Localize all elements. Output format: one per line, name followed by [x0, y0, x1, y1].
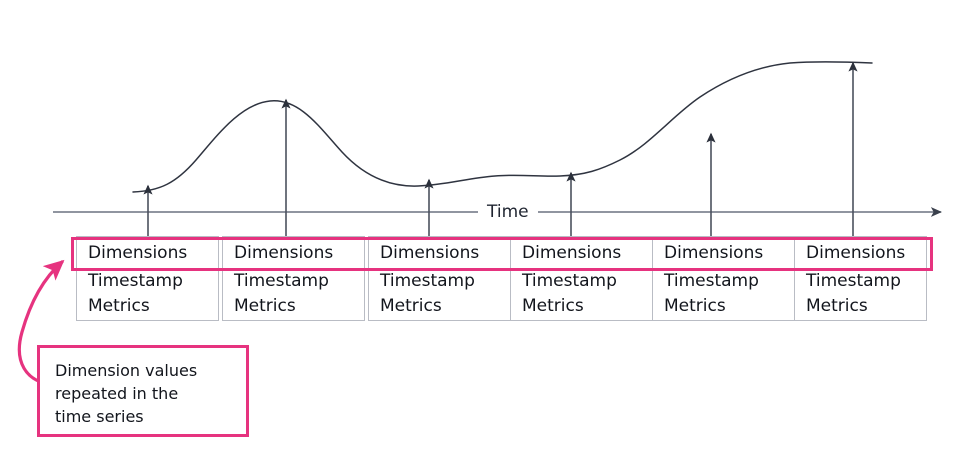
callout-line-3: time series — [55, 407, 144, 426]
record-1-timestamp: Timestamp — [88, 271, 183, 291]
time-axis-label: Time — [478, 202, 538, 222]
record-box-3[interactable]: Dimensions Timestamp Metrics — [368, 236, 511, 321]
record-3-dimensions: Dimensions — [380, 243, 480, 263]
record-3-metrics: Metrics — [380, 296, 442, 316]
record-3-timestamp: Timestamp — [380, 271, 475, 291]
record-2-metrics: Metrics — [234, 296, 296, 316]
record-box-5[interactable]: Dimensions Timestamp Metrics — [652, 236, 795, 321]
callout-connector-arrow — [17, 259, 65, 387]
callout-line-1: Dimension values — [55, 361, 198, 380]
record-6-timestamp: Timestamp — [806, 271, 901, 291]
record-4-timestamp: Timestamp — [522, 271, 617, 291]
record-box-6[interactable]: Dimensions Timestamp Metrics — [794, 236, 927, 321]
record-2-dimensions: Dimensions — [234, 243, 334, 263]
record-1-metrics: Metrics — [88, 296, 150, 316]
callout-line-2: repeated in the — [55, 384, 179, 403]
sample-arrows — [143, 61, 858, 236]
record-2-timestamp: Timestamp — [234, 271, 329, 291]
record-5-dimensions: Dimensions — [664, 243, 764, 263]
record-6-metrics: Metrics — [806, 296, 868, 316]
record-5-metrics: Metrics — [664, 296, 726, 316]
record-box-2[interactable]: Dimensions Timestamp Metrics — [222, 236, 365, 321]
record-5-timestamp: Timestamp — [664, 271, 759, 291]
record-4-metrics: Metrics — [522, 296, 584, 316]
callout-box: Dimension values repeated in the time se… — [37, 345, 249, 437]
timeseries-curve — [132, 61, 873, 193]
record-box-4[interactable]: Dimensions Timestamp Metrics — [510, 236, 653, 321]
record-4-dimensions: Dimensions — [522, 243, 622, 263]
record-box-1[interactable]: Dimensions Timestamp Metrics — [76, 236, 219, 321]
record-1-dimensions: Dimensions — [88, 243, 188, 263]
record-6-dimensions: Dimensions — [806, 243, 906, 263]
